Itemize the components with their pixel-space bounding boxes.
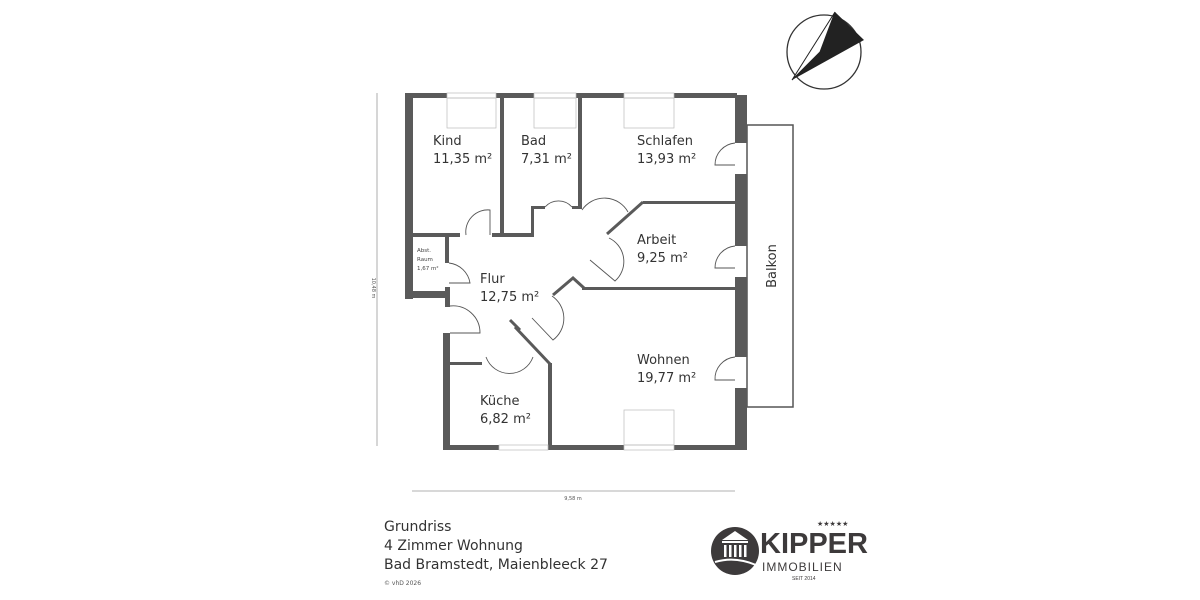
door-kueche: [485, 356, 534, 374]
door-flur-entry: [449, 305, 481, 334]
door-schlafen: [581, 197, 629, 213]
caption-apartment: 4 Zimmer Wohnung: [384, 538, 523, 554]
room-flur-area: 12,75 m²: [480, 290, 540, 305]
room-schlafen-name: Schlafen: [637, 134, 694, 149]
room-arbeit-area: 9,25 m²: [637, 251, 688, 266]
room-bad-name: Bad: [521, 134, 547, 149]
room-kueche-name: Küche: [480, 394, 520, 409]
door-arbeit: [589, 237, 625, 282]
room-flur-name: Flur: [480, 272, 505, 287]
logo-name: KIPPER: [760, 528, 868, 560]
storage-area: 1,67 m²: [417, 266, 439, 272]
height-dimension: 10,48 m: [370, 93, 378, 446]
door-kind: [465, 209, 491, 236]
door-balcony-arbeit: [714, 245, 736, 269]
room-wohnen-area: 19,77 m²: [637, 371, 697, 386]
balcony: [746, 124, 794, 408]
diagonal-walls: [508, 200, 644, 366]
door-balcony-wohnen: [714, 356, 736, 381]
svg-text:10,48 m: 10,48 m: [370, 278, 376, 299]
north-arrow-icon: [786, 11, 864, 90]
caption-address: Bad Bramstedt, Maienbleeck 27: [384, 557, 608, 573]
room-schlafen-area: 13,93 m²: [637, 152, 697, 167]
room-wohnen-name: Wohnen: [637, 353, 690, 368]
kipper-logo-emblem: [711, 527, 759, 575]
windows: [446, 92, 675, 451]
width-dimension: 9,58 m: [412, 490, 735, 502]
room-kind-area: 11,35 m²: [433, 152, 493, 167]
door-balcony-schlafen: [714, 142, 736, 166]
balcony-label: Balkon: [765, 244, 780, 288]
storage-label-1: Abst.: [417, 248, 432, 254]
door-bad: [544, 200, 573, 208]
logo-sub: IMMOBILIEN: [762, 560, 843, 574]
room-arbeit-name: Arbeit: [637, 233, 677, 248]
door-wohnen: [531, 295, 565, 341]
door-storage: [448, 262, 471, 284]
logo-stars: ★★★★★: [817, 521, 849, 528]
room-kueche-area: 6,82 m²: [480, 412, 531, 427]
storage-label-2: Raum: [417, 257, 433, 263]
copyright: © vhD 2026: [384, 580, 422, 587]
svg-text:9,58 m: 9,58 m: [564, 496, 582, 502]
room-bad-area: 7,31 m²: [521, 152, 572, 167]
doors: [448, 142, 736, 381]
room-kind-name: Kind: [433, 134, 462, 149]
logo-since: SEIT 2014: [792, 576, 816, 582]
walls: [405, 93, 747, 450]
caption-title: Grundriss: [384, 519, 452, 535]
